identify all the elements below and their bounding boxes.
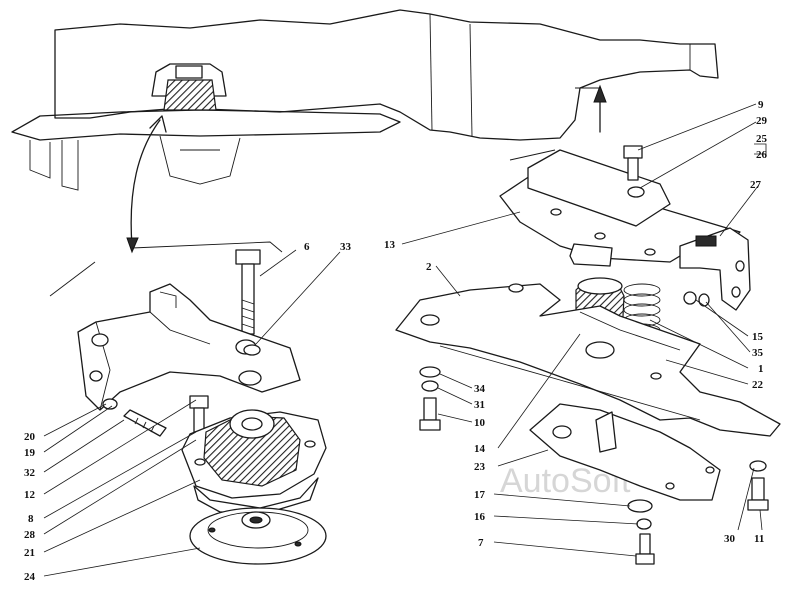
washer-34 — [419, 366, 441, 378]
nut-15 — [683, 291, 697, 305]
label-1: 1 — [758, 363, 764, 375]
label-22: 22 — [752, 379, 764, 391]
label-25: 25 — [756, 133, 768, 145]
bolt-11 — [747, 477, 769, 511]
label-9: 9 — [758, 99, 764, 111]
bracket-23 — [529, 403, 721, 501]
label-31: 31 — [474, 399, 485, 411]
label-24: 24 — [24, 571, 36, 583]
label-8: 8 — [28, 513, 34, 525]
label-7: 7 — [478, 537, 484, 549]
label-14: 14 — [474, 443, 486, 455]
label-26: 26 — [756, 149, 768, 161]
left-mount-assembly — [77, 249, 327, 565]
label-20: 20 — [24, 431, 36, 443]
bolt-6 — [235, 249, 261, 335]
label-32: 32 — [24, 467, 36, 479]
bolt-7 — [635, 533, 655, 565]
washer-16 — [636, 518, 652, 530]
label-35: 35 — [752, 347, 764, 359]
washer-19 — [102, 398, 118, 410]
bolt-12 — [189, 395, 209, 433]
label-12: 12 — [24, 489, 36, 501]
callout-leaders — [43, 103, 767, 577]
washer-29 — [627, 186, 645, 198]
washer-31 — [421, 380, 439, 392]
bracket-20 — [77, 283, 301, 411]
bolt-10 — [419, 397, 441, 431]
label-34: 34 — [474, 383, 486, 395]
label-28: 28 — [24, 529, 36, 541]
washer-17 — [627, 499, 653, 513]
label-29: 29 — [756, 115, 768, 127]
label-33: 33 — [340, 241, 352, 253]
right-mount-assembly — [395, 145, 781, 565]
crossmember-plate-2 — [395, 283, 781, 437]
label-10: 10 — [474, 417, 486, 429]
label-13: 13 — [384, 239, 396, 251]
label-15: 15 — [752, 331, 764, 343]
callout-labels: 6 33 20 19 32 12 8 28 21 24 13 2 9 29 25… — [24, 99, 768, 583]
label-19: 19 — [24, 447, 36, 459]
label-23: 23 — [474, 461, 486, 473]
bracket-27 — [679, 227, 751, 311]
label-30: 30 — [724, 533, 736, 545]
washer-30 — [749, 460, 767, 472]
base-plate-24 — [189, 507, 327, 565]
bolt-9 — [623, 145, 643, 181]
bolt-32 — [123, 409, 167, 437]
rubber-mount-21 — [181, 409, 327, 513]
label-6: 6 — [304, 241, 310, 253]
engine-gearbox-silhouette — [11, 9, 719, 297]
label-17: 17 — [474, 489, 486, 501]
label-2: 2 — [426, 261, 432, 273]
label-11: 11 — [754, 533, 764, 545]
label-21: 21 — [24, 547, 35, 559]
label-16: 16 — [474, 511, 486, 523]
label-27: 27 — [750, 179, 762, 191]
washer-33 — [243, 344, 261, 356]
